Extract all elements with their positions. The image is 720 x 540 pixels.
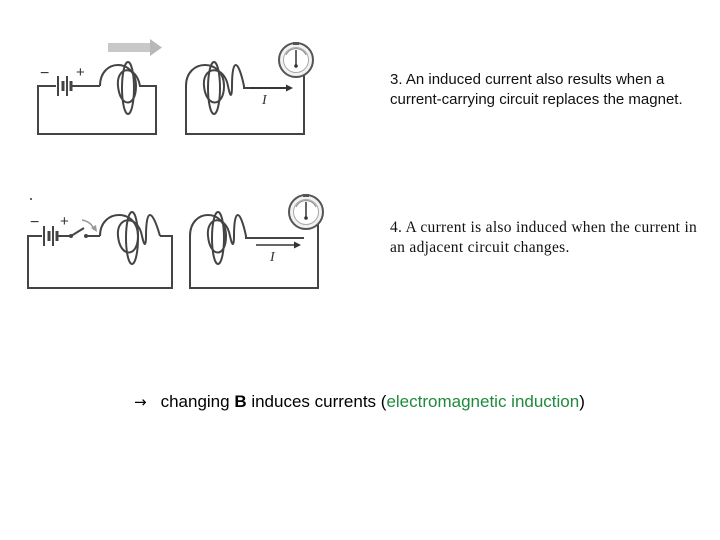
terminal-plus-label: + (76, 64, 85, 81)
switch-icon (57, 219, 100, 238)
conclusion-text-2: induces currents ( (246, 392, 387, 411)
motion-arrow-shaft (108, 43, 152, 52)
current-label: I (261, 93, 268, 108)
terminal-minus-label: − (40, 65, 49, 82)
induction-term: electromagnetic induction (386, 392, 580, 411)
conclusion-line: → changing B induces currents (electromag… (134, 392, 585, 412)
terminal-plus-label: + (60, 213, 69, 230)
battery-icon (57, 76, 73, 96)
current-label: I (269, 250, 276, 265)
moving-circuit-diagram: − + I (37, 39, 314, 135)
galvanometer-icon (288, 194, 324, 230)
motion-arrow-head (150, 39, 162, 56)
figure3-caption: 3. An induced current also results when … (390, 71, 683, 108)
conclusion-text-3: ) (579, 392, 585, 411)
galvanometer-icon (278, 42, 314, 78)
stray-dot (30, 198, 32, 200)
battery-icon (43, 226, 59, 246)
figure4-caption: 4. A current is also induced when the cu… (390, 219, 698, 256)
switched-circuit-diagram: − + I (27, 194, 324, 289)
terminal-minus-label: − (30, 214, 39, 231)
implies-arrow-icon: → (134, 393, 147, 411)
conclusion-text-1: changing (160, 392, 235, 411)
magnetic-field-symbol: B (234, 392, 247, 411)
